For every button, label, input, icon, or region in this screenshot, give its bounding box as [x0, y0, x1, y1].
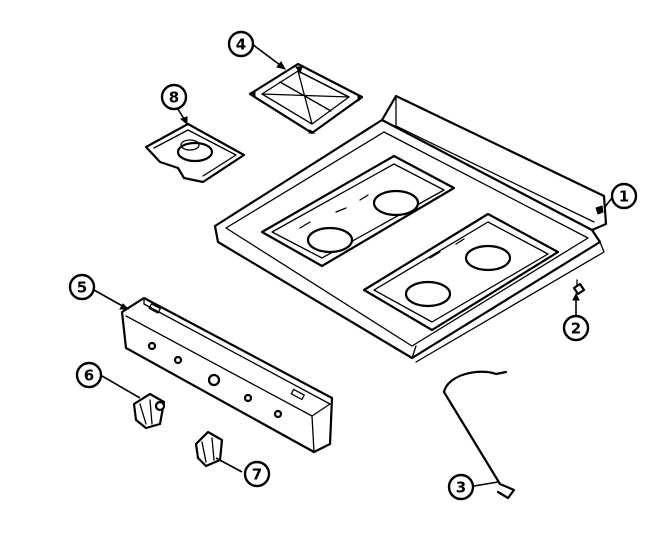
svg-text:2: 2 [571, 320, 581, 338]
svg-text:1: 1 [619, 188, 629, 206]
svg-text:4: 4 [236, 36, 246, 54]
svg-text:6: 6 [84, 367, 94, 385]
callout-4: 4 [227, 30, 255, 58]
svg-text:5: 5 [77, 279, 87, 297]
igniter-rod [442, 370, 516, 500]
svg-text:3: 3 [456, 479, 466, 497]
callout-2: 2 [562, 314, 590, 342]
knob-7 [194, 430, 224, 468]
callout-5: 5 [68, 273, 96, 301]
cooktop [213, 94, 608, 363]
callout-7: 7 [243, 460, 271, 488]
knob-6 [132, 392, 166, 430]
callout-8: 8 [160, 83, 188, 111]
screw [572, 279, 586, 296]
control-panel [120, 296, 334, 454]
svg-text:7: 7 [252, 466, 262, 484]
svg-text:8: 8 [169, 89, 179, 107]
callout-1: 1 [610, 182, 638, 210]
burner-base-plate [144, 122, 246, 184]
leader-lines [93, 43, 613, 487]
burner-grate [248, 62, 364, 135]
callout-6: 6 [75, 361, 103, 389]
callout-3: 3 [447, 473, 475, 501]
